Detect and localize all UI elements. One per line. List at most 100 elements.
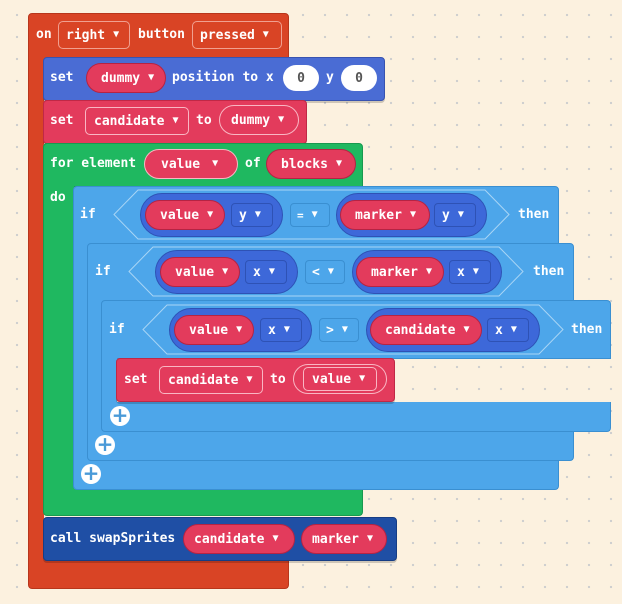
- button-dropdown-value: right: [66, 27, 106, 43]
- sprite-variable-value: dummy: [101, 70, 141, 86]
- chevron-down-icon: ▼: [283, 324, 290, 335]
- argument-label: marker: [312, 531, 359, 547]
- property-dropdown[interactable]: x ▼: [449, 260, 491, 284]
- call-label: call swapSprites: [50, 531, 176, 546]
- for-element-label: for element: [50, 156, 137, 171]
- chevron-down-icon: ▼: [236, 324, 243, 335]
- value-variable[interactable]: value ▼: [145, 200, 225, 230]
- chevron-down-icon: ▼: [268, 266, 275, 277]
- if-label: if: [109, 322, 125, 337]
- variable-dropdown-value: candidate: [94, 113, 165, 129]
- property-dropdown[interactable]: x ▼: [260, 318, 302, 342]
- chevron-down-icon: ▼: [148, 72, 155, 83]
- variable-label: candidate: [385, 322, 456, 338]
- chevron-down-icon: ▼: [113, 29, 120, 40]
- variable-label: value: [189, 322, 229, 338]
- operator-dropdown[interactable]: = ▼: [290, 203, 330, 227]
- property-label: y: [442, 207, 450, 223]
- if-label: if: [80, 207, 96, 222]
- chevron-down-icon: ▼: [457, 209, 464, 220]
- candidate-variable[interactable]: candidate ▼: [370, 315, 482, 345]
- set-label: set: [50, 113, 74, 128]
- value-variable[interactable]: value ▼: [160, 257, 240, 287]
- then-label: then: [571, 322, 603, 337]
- chevron-down-icon: ▼: [278, 114, 285, 125]
- y-value-input[interactable]: 0: [341, 65, 377, 91]
- operator-label: <: [312, 264, 320, 280]
- chevron-down-icon: ▼: [207, 209, 214, 220]
- chevron-down-icon: ▼: [172, 115, 179, 126]
- position-to-x-label: position to x: [172, 70, 274, 85]
- if-block-1-rail: [73, 242, 88, 460]
- chevron-down-icon: ▼: [212, 158, 219, 169]
- if-block-3-footer: [101, 402, 611, 432]
- chevron-down-icon: ▼: [327, 266, 334, 277]
- property-label: x: [268, 322, 276, 338]
- state-dropdown-value: pressed: [200, 27, 255, 43]
- event-block-footer: [28, 560, 289, 589]
- add-else-icon-if2[interactable]: +: [95, 432, 115, 456]
- chevron-down-icon: ▼: [359, 373, 366, 384]
- operator-dropdown[interactable]: < ▼: [305, 260, 345, 284]
- if-block-3-rail: [101, 356, 117, 403]
- chevron-down-icon: ▼: [472, 266, 479, 277]
- value-inner-dropdown[interactable]: value ▼: [303, 367, 377, 391]
- loop-element-value: value: [161, 156, 201, 172]
- chevron-down-icon: ▼: [335, 158, 342, 169]
- chevron-down-icon: ▼: [311, 209, 318, 220]
- chevron-down-icon: ▼: [366, 533, 373, 544]
- if-block-2-footer: [87, 430, 574, 461]
- argument-label: candidate: [194, 531, 265, 547]
- property-label: x: [457, 264, 465, 280]
- set-label: set: [124, 372, 148, 387]
- property-dropdown[interactable]: x ▼: [245, 260, 287, 284]
- for-loop-left-rail: [43, 184, 74, 490]
- loop-list-value: blocks: [281, 156, 328, 172]
- button-label: button: [138, 27, 185, 42]
- chevron-down-icon: ▼: [262, 29, 269, 40]
- variable-dropdown[interactable]: candidate ▼: [85, 107, 189, 135]
- property-dropdown[interactable]: x ▼: [487, 318, 529, 342]
- on-label: on: [36, 27, 52, 42]
- chevron-down-icon: ▼: [246, 374, 253, 385]
- variable-label: value: [160, 207, 200, 223]
- x-value-input[interactable]: 0: [283, 65, 319, 91]
- loop-element-variable[interactable]: value ▼: [144, 149, 238, 179]
- value-reporter[interactable]: dummy ▼: [219, 105, 299, 135]
- chevron-down-icon: ▼: [272, 533, 279, 544]
- set-label: set: [50, 70, 74, 85]
- state-dropdown[interactable]: pressed ▼: [192, 21, 282, 49]
- then-label: then: [518, 207, 550, 222]
- sprite-variable-dropdown[interactable]: dummy ▼: [86, 63, 166, 93]
- variable-dropdown[interactable]: candidate ▼: [159, 366, 263, 394]
- chevron-down-icon: ▼: [222, 266, 229, 277]
- call-argument-1[interactable]: candidate ▼: [183, 524, 295, 554]
- property-dropdown[interactable]: y ▼: [231, 203, 273, 227]
- property-label: x: [253, 264, 261, 280]
- add-else-icon-if3[interactable]: +: [110, 403, 130, 427]
- event-block-left-rail: [28, 56, 44, 561]
- do-label: do: [50, 190, 66, 205]
- marker-variable[interactable]: marker ▼: [340, 200, 430, 230]
- value-variable[interactable]: value ▼: [174, 315, 254, 345]
- to-label: to: [270, 372, 286, 387]
- value-reporter-text: value: [312, 371, 352, 387]
- operator-label: =: [297, 208, 304, 222]
- operator-dropdown[interactable]: > ▼: [319, 318, 359, 342]
- variable-label: marker: [355, 207, 402, 223]
- button-dropdown[interactable]: right ▼: [58, 21, 130, 49]
- operator-label: >: [326, 322, 334, 338]
- call-argument-2[interactable]: marker ▼: [301, 524, 387, 554]
- value-reporter-text: dummy: [231, 112, 271, 128]
- for-loop-footer: [43, 489, 363, 516]
- property-dropdown[interactable]: y ▼: [434, 203, 476, 227]
- add-else-icon-if1[interactable]: +: [81, 461, 101, 485]
- value-reporter[interactable]: value ▼: [293, 364, 387, 394]
- variable-label: value: [175, 264, 215, 280]
- then-label: then: [533, 264, 565, 279]
- variable-dropdown-value: candidate: [168, 372, 239, 388]
- marker-variable[interactable]: marker ▼: [356, 257, 444, 287]
- property-label: x: [495, 322, 503, 338]
- property-label: y: [239, 207, 247, 223]
- loop-list-variable[interactable]: blocks ▼: [266, 149, 356, 179]
